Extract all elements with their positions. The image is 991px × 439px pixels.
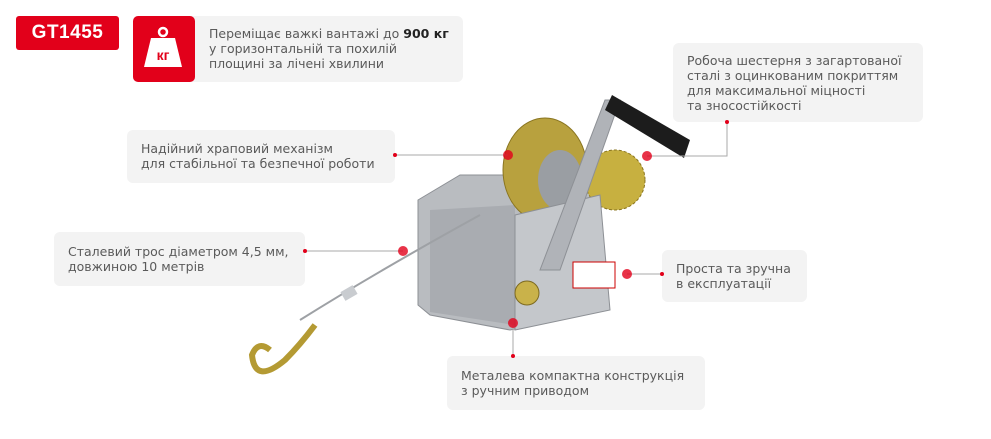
gear-text-1: Робоча шестерня з загартованої <box>687 53 902 68</box>
ratchet-text-2: для стабільної та безпечної роботи <box>141 156 375 171</box>
feature-cable: Сталевий трос діаметром 4,5 мм, довжиною… <box>54 232 305 286</box>
feature-easy: Проста та зручна в експлуатації <box>662 250 807 302</box>
load-text-2: у горизонтальній та похилій <box>209 41 397 56</box>
load-capacity: 900 кг <box>403 26 449 41</box>
body-text-1: Металева компактна конструкція <box>461 368 685 383</box>
easy-text-2: в експлуатації <box>676 276 772 291</box>
load-text-3: площині за лічені хвилини <box>209 56 385 71</box>
model-badge: GT1455 <box>16 16 119 50</box>
weight-icon-label: кг <box>157 47 170 63</box>
weight-icon: кг <box>144 26 182 67</box>
feature-gear: Робоча шестерня з загартованої сталі з о… <box>673 43 923 122</box>
ratchet-text-1: Надійний храповий механізм <box>141 141 333 156</box>
weight-icon-tile: кг <box>133 16 195 82</box>
gear-text-3: для максимальної міцності <box>687 83 866 98</box>
cable-text-1: Сталевий трос діаметром 4,5 мм, <box>68 244 289 259</box>
body-text-2: з ручним приводом <box>461 383 590 398</box>
feature-ratchet: Надійний храповий механізм для стабільно… <box>127 130 395 183</box>
feature-body: Металева компактна конструкція з ручним … <box>447 356 705 410</box>
easy-text-1: Проста та зручна <box>676 261 791 276</box>
load-text: Переміщає важкі вантажі до <box>209 26 404 41</box>
gear-text-4: та зносостійкості <box>687 98 802 113</box>
gear-text-2: сталі з оцинкованим покриттям <box>687 68 899 83</box>
cable-text-2: довжиною 10 метрів <box>68 259 205 274</box>
